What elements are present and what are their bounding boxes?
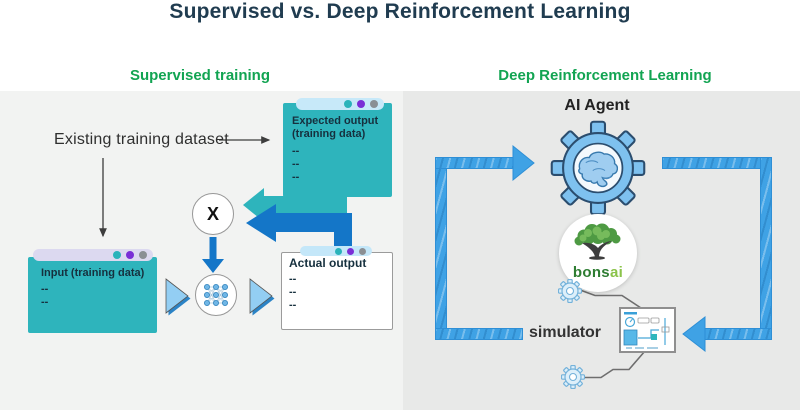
expected-output-title: Expected output — [292, 115, 379, 127]
compare-node: X — [192, 193, 234, 235]
simulator-label: simulator — [529, 324, 602, 341]
data-row: -- — [289, 299, 297, 311]
loop-bar-bottom-right — [703, 328, 772, 340]
loop-bar-bottom-left — [435, 328, 523, 340]
loop-bar-right-vertical — [760, 157, 772, 340]
data-row: -- — [41, 296, 49, 308]
ai-agent-label: AI Agent — [564, 97, 630, 114]
purple-dot-icon — [347, 247, 354, 255]
data-row: -- — [289, 286, 297, 298]
expected-output-subtitle: (training data) — [292, 128, 366, 140]
right-section-header: Deep Reinforcement Learning — [498, 67, 712, 84]
gray-dot-icon — [139, 251, 147, 259]
simulator-thumbnail — [619, 307, 676, 353]
data-row: -- — [41, 283, 49, 295]
actual-output-title: Actual output — [289, 256, 367, 270]
loop-bar-top-left — [435, 157, 515, 169]
teal-dot-icon — [344, 100, 352, 108]
loop-bar-top-right — [662, 157, 762, 169]
actual-output-box: Actual output -- -- -- — [281, 246, 393, 330]
bonsai-logo: bonsai — [559, 214, 637, 292]
gear-brain-icon — [550, 120, 646, 216]
purple-dot-icon — [357, 100, 365, 108]
teal-dot-icon — [335, 247, 342, 255]
left-section-header: Supervised training — [129, 67, 271, 84]
data-row: -- — [292, 145, 300, 157]
bonsai-wordmark: bonsai — [572, 264, 624, 281]
window-titlebar — [300, 246, 372, 256]
teal-dot-icon — [113, 251, 121, 259]
brain-icon — [578, 151, 619, 188]
bonsai-tree-icon — [574, 223, 621, 260]
purple-dot-icon — [126, 251, 134, 259]
gear-icon — [561, 365, 585, 389]
neural-network-icon — [203, 283, 228, 306]
nn-node — [195, 274, 237, 316]
data-row: -- — [289, 273, 297, 285]
input-box: Input (training data) -- -- — [28, 249, 157, 333]
input-box-title: Input (training data) — [41, 267, 145, 279]
expected-output-box: Expected output (training data) -- -- -- — [283, 98, 392, 197]
simulator-screenshot-icon — [623, 312, 670, 349]
page-title: Supervised vs. Deep Reinforcement Learni… — [169, 0, 631, 23]
existing-dataset-label: Existing training dataset — [54, 131, 229, 148]
data-row: -- — [292, 171, 300, 183]
data-row: -- — [292, 158, 300, 170]
gray-dot-icon — [370, 100, 378, 108]
compare-symbol: X — [206, 203, 219, 224]
gear-icon — [558, 279, 582, 303]
gray-dot-icon — [359, 247, 366, 255]
loop-bar-left-vertical — [435, 157, 447, 340]
window-titlebar — [296, 98, 384, 110]
window-titlebar — [33, 249, 153, 261]
